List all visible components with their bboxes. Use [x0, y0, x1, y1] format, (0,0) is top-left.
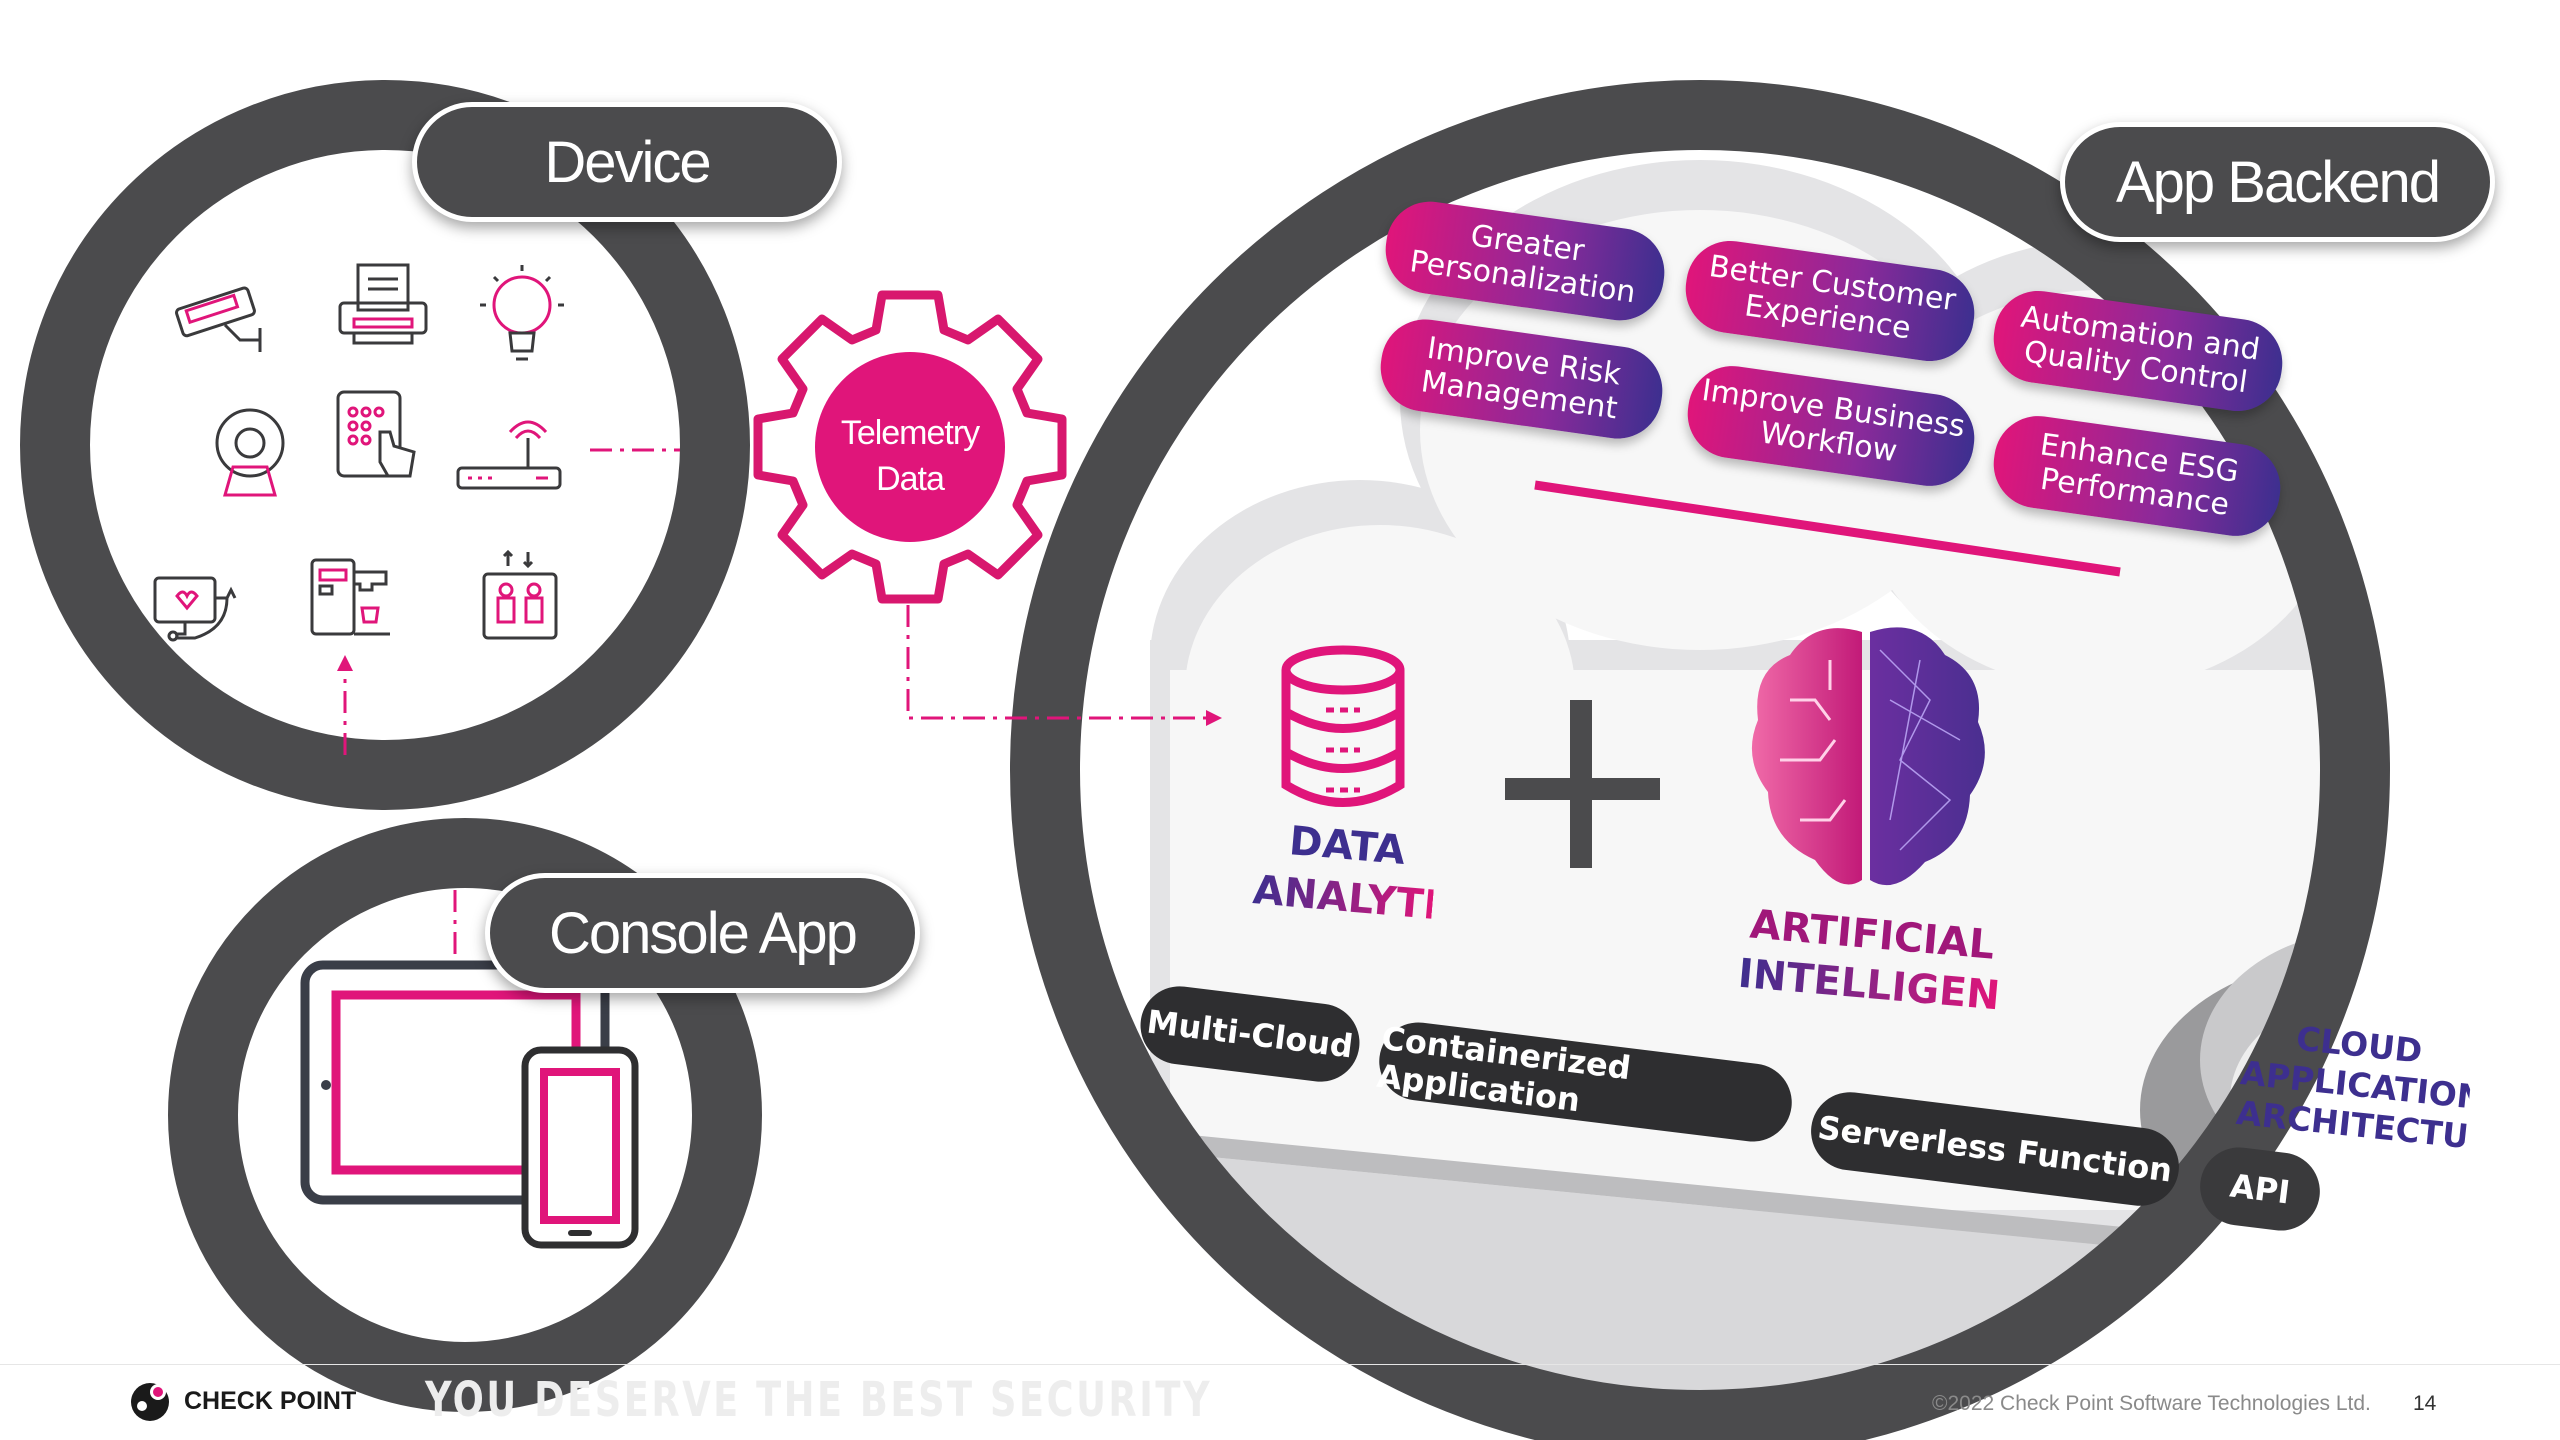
arrow-head-up — [337, 655, 353, 671]
separator-line — [1534, 480, 2121, 577]
backend-ring — [1010, 80, 2390, 1440]
security-camera-icon — [175, 286, 262, 352]
connector-lines — [343, 448, 1210, 960]
check-point-logo-icon — [131, 1383, 169, 1421]
mri-scanner-icon — [215, 408, 285, 497]
heart-monitor-icon — [153, 576, 237, 642]
coffee-machine-icon — [310, 558, 390, 636]
telemetry-line1: Telemetry — [840, 414, 980, 452]
elevator-icon — [482, 549, 558, 640]
app-backend-label: App Backend — [2060, 122, 2495, 242]
device-label: Device — [412, 102, 842, 222]
plus-icon — [1505, 700, 1660, 868]
printer-icon — [338, 263, 428, 345]
page-number: 14 — [2413, 1392, 2437, 1415]
telemetry-label: Telemetry Data — [815, 410, 1005, 502]
phone-device-icon — [521, 1046, 639, 1249]
cloud-architecture-label: CLOUD APPLICATION ARCHITECTURE — [2234, 1013, 2475, 1157]
brand-name: CHECK POINT — [184, 1386, 357, 1415]
light-bulb-icon — [480, 265, 564, 361]
router-icon — [456, 420, 562, 490]
data-analytic-label: DATA ANALYTIC — [1251, 812, 1469, 932]
arrow-head-right — [1206, 710, 1222, 726]
telemetry-line2: Data — [876, 460, 945, 498]
footer-divider — [0, 1364, 2560, 1365]
console-app-label: Console App — [485, 873, 920, 993]
gear-icon — [753, 290, 1067, 604]
tablet-touch-icon — [336, 390, 416, 478]
footer-copyright: ©2022 Check Point Software Technologies … — [1932, 1392, 2371, 1415]
check-point-logo: CHECK POINT — [128, 1378, 356, 1424]
footer-tagline: YOU DESERVE THE BEST SECURITY — [425, 1372, 1213, 1428]
database-icon — [1281, 645, 1405, 807]
brain-icon — [1751, 627, 1985, 886]
